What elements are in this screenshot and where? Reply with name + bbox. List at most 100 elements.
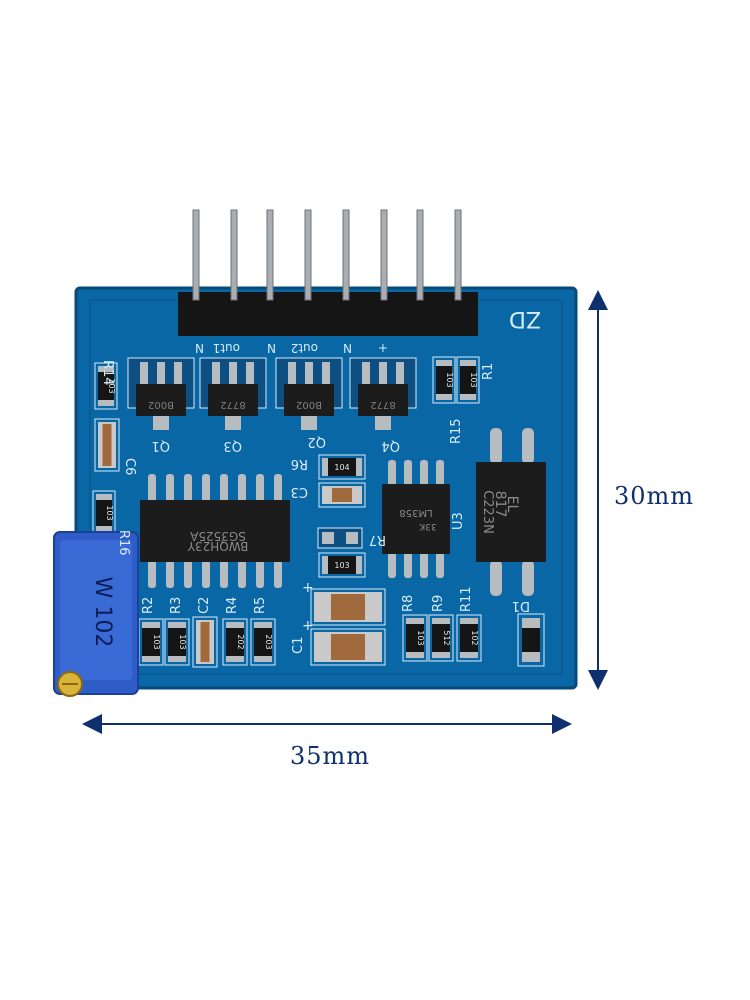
resistor-code: 103 bbox=[416, 630, 425, 645]
refdes-label: R5 bbox=[253, 597, 268, 614]
resistor-r3: 103 bbox=[164, 618, 190, 666]
resistor-code: 103 bbox=[334, 561, 349, 570]
resistor-code: 512 bbox=[442, 630, 451, 645]
ic-pin bbox=[148, 560, 156, 588]
resistor-code: 203 bbox=[264, 634, 273, 649]
u3-marking-line2: 817 bbox=[492, 491, 508, 518]
ic-pin bbox=[388, 460, 396, 486]
refdes-label: R3 bbox=[169, 597, 184, 614]
ic-pin bbox=[522, 560, 534, 596]
header-pin bbox=[266, 209, 274, 301]
resistor-r11: 102 bbox=[456, 614, 482, 662]
refdes-label: R14 bbox=[100, 360, 115, 386]
header-pin bbox=[304, 209, 312, 301]
resistor-r8: 103 bbox=[402, 614, 428, 662]
resistor-r2: 103 bbox=[138, 618, 164, 666]
resistor-code: 103 bbox=[469, 372, 478, 387]
resistor-r16: 103 bbox=[92, 490, 116, 536]
smd-components: 103 103 103 103 104 103 103 103 202 203 103 512 102 bbox=[92, 356, 545, 668]
resistor-code: 103 bbox=[445, 372, 454, 387]
refdes-label: Q1 bbox=[151, 438, 170, 453]
polarity-mark: + bbox=[302, 618, 314, 634]
capacitor-c2 bbox=[192, 616, 218, 668]
ic-pin bbox=[522, 428, 534, 464]
header-pin-label: + bbox=[378, 341, 388, 355]
ic-pin bbox=[388, 552, 396, 578]
u3-marking-line3: C223N bbox=[480, 490, 495, 534]
ic-pin bbox=[420, 460, 428, 486]
height-dimension-label: 30mm bbox=[614, 482, 695, 510]
resistor-r15: 103 bbox=[432, 356, 456, 404]
header-pin bbox=[416, 209, 424, 301]
refdes-label: C6 bbox=[122, 458, 137, 475]
width-dimension-label: 35mm bbox=[290, 742, 371, 770]
ic-pin bbox=[490, 428, 502, 464]
transistor-body bbox=[358, 384, 408, 416]
capacitor-c1-top bbox=[310, 588, 386, 626]
header-pin bbox=[454, 209, 462, 301]
header-pin bbox=[342, 209, 350, 301]
resistor-r7: 103 bbox=[318, 552, 366, 578]
u1-marking-line1: SG3525A bbox=[189, 529, 245, 543]
resistor-code: 202 bbox=[236, 634, 245, 649]
board-mark: ZD bbox=[509, 306, 541, 331]
u2-marking-line1: LM358 bbox=[399, 507, 432, 518]
pot-marking: W 102 bbox=[90, 577, 115, 648]
refdes-label: R4 bbox=[225, 597, 240, 614]
op-amp-chip: LM358 33K bbox=[382, 460, 450, 578]
resistor-r4: 202 bbox=[222, 618, 248, 666]
header-pin-label: out1 bbox=[213, 341, 240, 355]
ic-pin bbox=[490, 560, 502, 596]
u2-marking-line2: 33K bbox=[418, 521, 436, 531]
ic-pin bbox=[220, 560, 228, 588]
refdes-label: Q2 bbox=[307, 434, 326, 449]
refdes-label: C3 bbox=[291, 484, 308, 499]
resistor-code: 103 bbox=[107, 378, 116, 393]
u3-marking-line1: EL bbox=[504, 496, 520, 513]
transistor-marking: B002 bbox=[296, 399, 322, 410]
transistor-body bbox=[284, 384, 334, 416]
ic-pin bbox=[238, 474, 246, 502]
trimmer-potentiometer: W 102 bbox=[53, 531, 139, 697]
resistor-code: 103 bbox=[178, 634, 187, 649]
header-pin bbox=[230, 209, 238, 301]
refdes-label: Q3 bbox=[223, 438, 242, 453]
transistor-body bbox=[208, 384, 258, 416]
ic-pin bbox=[202, 560, 210, 588]
refdes-label: R9 bbox=[431, 595, 446, 612]
refdes-label: R15 bbox=[449, 418, 464, 444]
polarity-mark: + bbox=[302, 580, 314, 596]
resistor-code: 102 bbox=[470, 630, 479, 645]
refdes-label: R6 bbox=[291, 456, 308, 471]
capacitor-c6 bbox=[94, 418, 120, 472]
header-pin bbox=[380, 209, 388, 301]
ic-pin bbox=[256, 474, 264, 502]
refdes-label: U3 bbox=[451, 512, 466, 530]
ic-pin bbox=[404, 552, 412, 578]
resistor-r5: 203 bbox=[250, 618, 276, 666]
resistor-r1: 103 bbox=[456, 356, 480, 404]
resistor-r6: 104 bbox=[318, 454, 366, 480]
header-pin-label: N bbox=[343, 341, 352, 355]
ic-pin bbox=[184, 560, 192, 588]
ic-pin bbox=[238, 560, 246, 588]
ic-pin bbox=[166, 560, 174, 588]
refdes-label: R1 bbox=[481, 363, 496, 380]
header-pin bbox=[192, 209, 200, 301]
ic-pin bbox=[184, 474, 192, 502]
ic-pin bbox=[202, 474, 210, 502]
transistor-marking: 8772 bbox=[220, 399, 245, 410]
optocoupler-chip: EL 817 C223N bbox=[476, 428, 546, 596]
transistor-marking: B002 bbox=[148, 399, 174, 410]
pwm-controller-chip: SG3525A BWQH23Y bbox=[140, 474, 290, 588]
header-pin-label: N bbox=[195, 341, 204, 355]
ic-pin bbox=[256, 560, 264, 588]
ic-pin bbox=[436, 460, 444, 486]
ic-pin bbox=[274, 560, 282, 588]
refdes-label: R11 bbox=[459, 586, 474, 612]
resistor-r14: 103 bbox=[94, 362, 118, 410]
